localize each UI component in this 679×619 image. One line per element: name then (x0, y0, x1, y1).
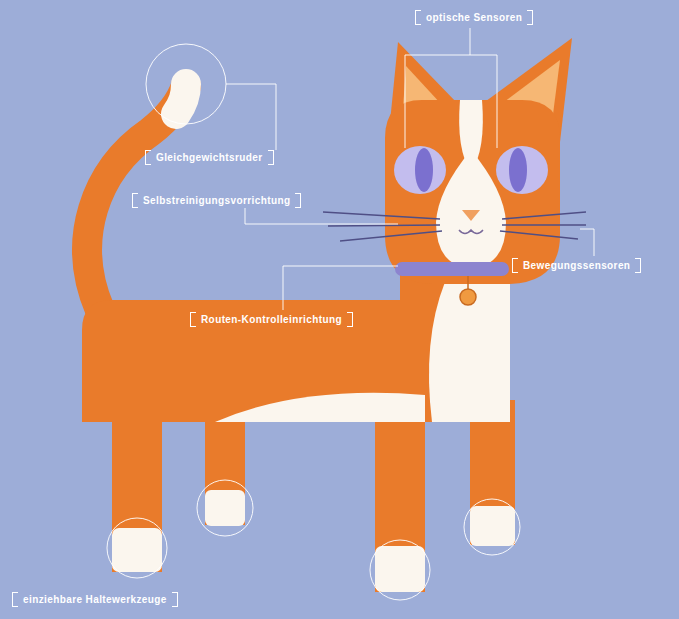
leader-line (405, 55, 497, 148)
whiskers (323, 212, 586, 241)
eye (394, 146, 446, 194)
paw (205, 490, 245, 526)
whisker (502, 212, 586, 219)
leader-line (283, 266, 398, 310)
highlight-circle (197, 480, 253, 536)
part-label: optische Sensoren (415, 10, 533, 25)
leader-line (470, 28, 471, 55)
back-leg (112, 400, 162, 572)
muzzle (436, 150, 506, 268)
whisker (328, 225, 440, 226)
highlight-circle (464, 499, 520, 555)
part-label: einziehbare Haltewerkzeuge (12, 592, 178, 607)
whisker (502, 224, 586, 226)
belly (215, 393, 425, 422)
part-label: Gleichgewichtsruder (145, 150, 274, 165)
leader-line (580, 229, 594, 256)
part-label: Selbstreinigungsvorrichtung (132, 193, 301, 208)
nose (462, 210, 480, 221)
pupil (415, 148, 433, 192)
part-label: Bewegungssensoren (512, 258, 641, 273)
paw (112, 528, 162, 572)
leader-lines (107, 28, 594, 600)
chest (429, 282, 510, 422)
whisker (500, 231, 578, 239)
leader-line (245, 208, 398, 224)
eye (496, 146, 548, 194)
paw (470, 506, 515, 546)
highlight-circle (370, 540, 430, 600)
leader-line (226, 84, 276, 150)
whisker (340, 231, 442, 241)
paw (375, 546, 425, 592)
tail-tip (176, 84, 186, 114)
highlight-circle (146, 44, 226, 124)
front-leg (375, 400, 425, 592)
pupil (509, 148, 527, 192)
collar-tag (460, 289, 476, 305)
tag-ring (467, 276, 469, 289)
cat-head (385, 100, 560, 284)
part-label: Routen-Kontrolleinrichtung (190, 312, 353, 327)
mouth (459, 230, 483, 234)
highlight-circle (107, 518, 167, 578)
cat-body (82, 270, 510, 422)
collar (395, 262, 509, 276)
whisker (323, 212, 440, 219)
